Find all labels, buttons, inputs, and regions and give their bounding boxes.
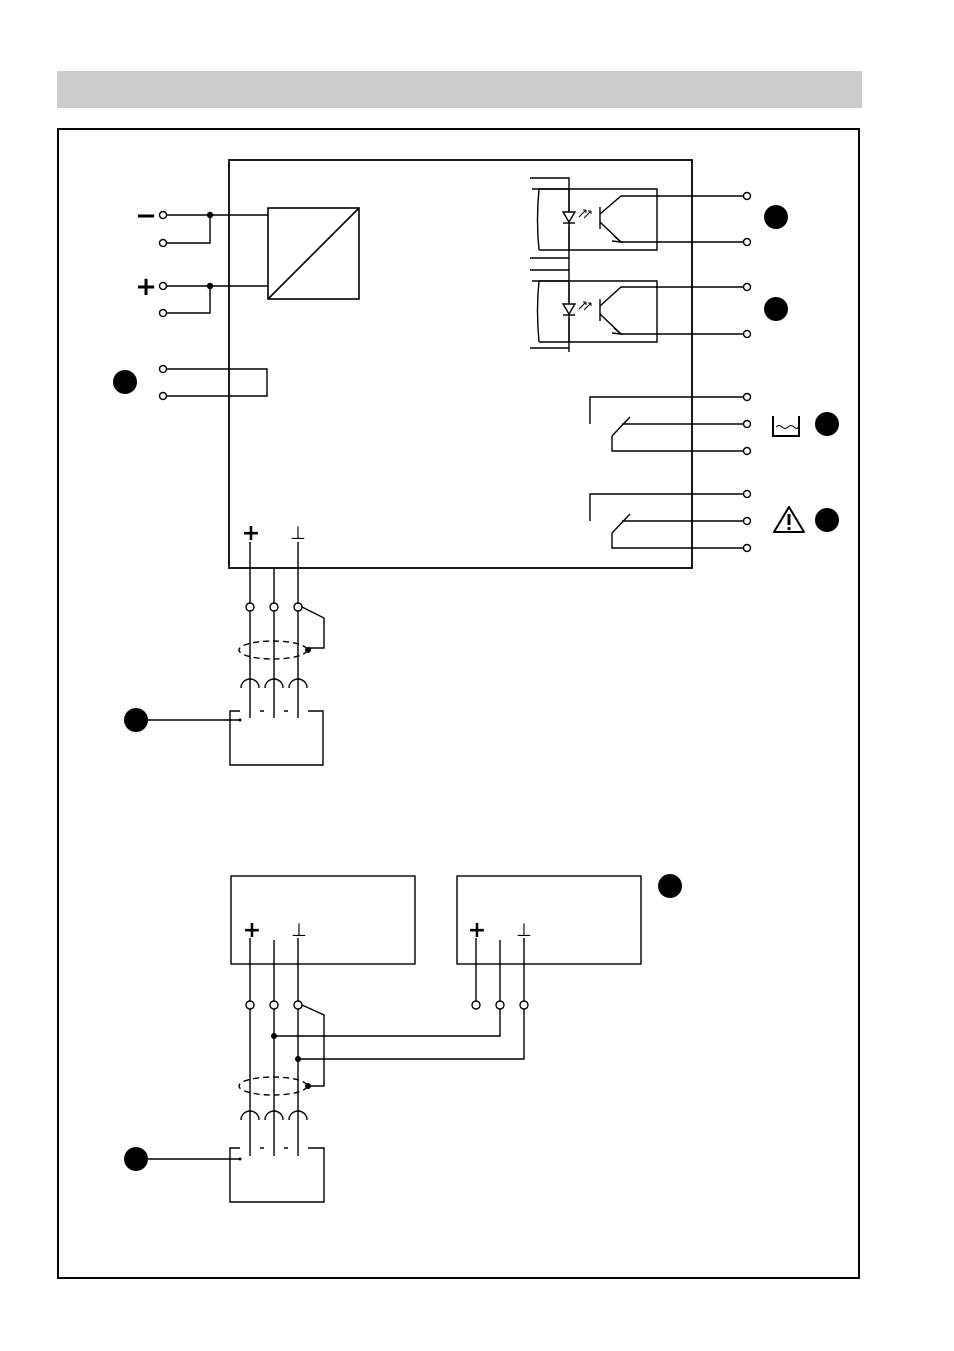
supply-positive-label: + [135,272,157,302]
terminal [269,602,279,612]
optocoupler-output-2 [530,269,752,352]
header-bar [57,71,862,108]
second-device: + ⊥ [274,875,642,1060]
sensor-ground-label: ⊥ [290,523,306,544]
supply-negative-label: − [135,201,157,231]
shielded-cable-lower [238,1004,325,1156]
terminal [742,392,752,402]
callout-marker [124,708,148,732]
terminal [158,281,168,291]
sensor-module-lower [148,1147,325,1203]
level-relay [589,392,752,456]
terminal [495,1000,505,1010]
device-housing [228,159,693,569]
sensor-terminals: + ⊥ [242,521,306,612]
terminal [742,446,752,456]
callout-marker [124,1147,148,1171]
alarm-relay [589,489,752,553]
terminal [269,1000,279,1010]
terminal [742,237,752,247]
svg-text:+: + [468,918,486,943]
callout-marker [815,508,839,532]
optocoupler-output-1 [530,177,752,270]
terminal [471,1000,481,1010]
terminal [293,602,303,612]
device-block-a: + ⊥ [230,875,416,1010]
callout-marker [764,205,788,229]
svg-text:+: + [243,918,261,943]
terminal [742,282,752,292]
terminal [742,543,752,553]
power-supply-terminals: − + [135,201,268,318]
shielded-cable [238,606,325,718]
sensor-positive-label: + [242,521,260,546]
terminal [742,419,752,429]
terminal [245,1000,255,1010]
svg-text:⊥: ⊥ [291,920,307,941]
callout-marker [658,874,682,898]
terminal [245,602,255,612]
terminal [293,1000,303,1010]
warning-triangle-icon [773,506,805,533]
diagram-frame [57,128,860,1279]
terminal [158,364,168,374]
callout-marker [113,370,137,394]
terminal [158,308,168,318]
terminal [158,238,168,248]
callout-marker [815,412,839,436]
terminal [742,329,752,339]
tank-level-icon [772,416,800,437]
dc-dc-converter [267,207,360,300]
callout-marker [764,297,788,321]
sensor-module [148,710,324,766]
terminal [158,391,168,401]
svg-text:⊥: ⊥ [516,920,532,941]
jumper-terminals [158,364,268,401]
terminal [742,489,752,499]
terminal [158,210,168,220]
terminal [742,191,752,201]
terminal [742,516,752,526]
terminal [519,1000,529,1010]
